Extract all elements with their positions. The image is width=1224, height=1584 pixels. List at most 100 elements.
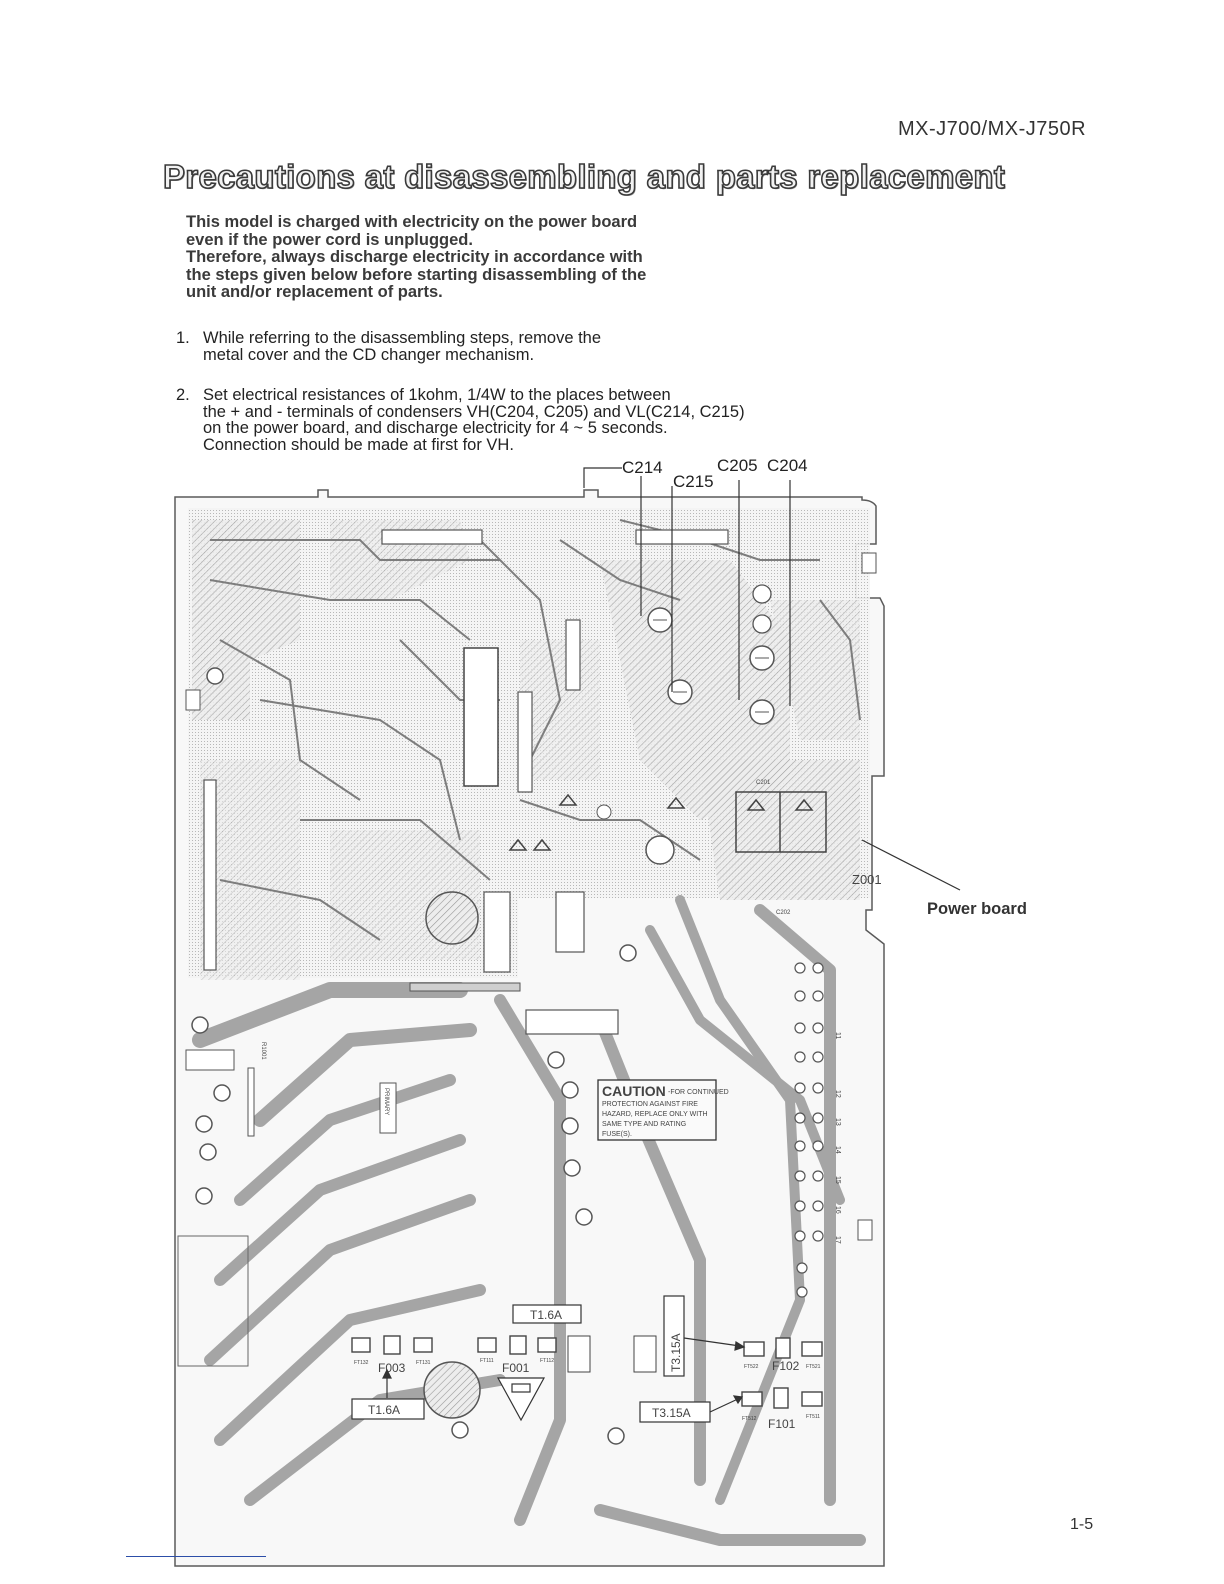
callout-c214: C214 — [622, 458, 663, 477]
callout-c215: C215 — [673, 472, 714, 491]
warning-line: unit and/or replacement of parts. — [186, 283, 443, 301]
bar-element — [409, 982, 521, 992]
ref-label: FT521 — [806, 1364, 821, 1370]
slot — [177, 1235, 249, 1367]
ref-label: FT511 — [806, 1414, 820, 1420]
ic-chip — [463, 647, 499, 787]
rating-box-t16a-top — [512, 1304, 582, 1324]
large-capacitor — [423, 1361, 481, 1419]
fuse-f001 — [477, 1335, 557, 1355]
left-tab — [185, 689, 201, 711]
fuse-rating: T1.6A — [368, 1403, 400, 1417]
rating-box-t16a-bottom — [351, 1398, 425, 1420]
connector-block — [517, 691, 533, 793]
caution-text: PROTECTION AGAINST FIRE — [602, 1101, 698, 1108]
connector-row — [525, 1009, 619, 1035]
caution-text: -FOR CONTINUED — [668, 1089, 729, 1096]
caution-box — [597, 1079, 717, 1141]
step-line: Set electrical resistances of 1kohm, 1/4… — [203, 386, 671, 404]
ref-label: FT512 — [742, 1416, 757, 1422]
ref-label: C202 — [776, 910, 791, 916]
capacitor-c205 — [749, 645, 775, 671]
right-jack — [857, 1219, 873, 1241]
footer-line — [126, 1556, 266, 1557]
connector-block — [565, 619, 581, 691]
caution-text: FUSE(S). — [602, 1131, 632, 1138]
capacitor-small — [752, 614, 772, 634]
pin-number: 15 — [834, 1176, 841, 1184]
slot — [247, 1067, 255, 1137]
fuse-f101 — [741, 1387, 823, 1409]
signal-traces — [209, 519, 861, 941]
pin-number: 12 — [834, 1090, 841, 1098]
step-2: 2. Set electrical resistances of 1kohm, … — [176, 387, 745, 453]
capacitor-c204 — [749, 699, 775, 725]
large-pads — [191, 667, 637, 1445]
step-line: Connection should be made at first for V… — [203, 435, 514, 454]
fuse-rating: T1.6A — [530, 1308, 562, 1322]
terminal-block — [633, 1335, 657, 1373]
page-title: Precautions at disassembling and parts r… — [162, 157, 1006, 196]
fuse-f003 — [351, 1335, 433, 1355]
fuse-f102 — [743, 1337, 823, 1359]
model-number: MX-J700/MX-J750R — [898, 118, 1087, 140]
ref-label: R1001 — [260, 1042, 266, 1060]
rating-box-t315a-vertical — [663, 1295, 685, 1377]
z001-label: Z001 — [852, 872, 882, 887]
pin-number: 13 — [834, 1118, 841, 1126]
connector-block — [483, 891, 511, 973]
pin-number: 16 — [834, 1206, 841, 1214]
warning-line: Therefore, always discharge electricity … — [186, 248, 643, 266]
ref-label: C201 — [756, 780, 771, 786]
left-tab — [185, 1049, 235, 1071]
connector-strip-top-right — [635, 529, 729, 545]
step-line: the + and - terminals of condensers VH(C… — [203, 402, 745, 421]
connector-vertical-left — [203, 779, 217, 971]
capacitor-c214 — [647, 607, 673, 633]
fuse-rating: T3.15A — [652, 1406, 691, 1420]
caution-word: CAUTION — [602, 1083, 666, 1099]
diode-bridge — [508, 791, 827, 853]
ref-label: FT111 — [480, 1358, 494, 1364]
fuse-ref: F001 — [502, 1361, 530, 1375]
large-capacitor — [425, 891, 479, 945]
step-line: on the power board, and discharge electr… — [203, 419, 668, 437]
callout-lines — [583, 467, 961, 891]
step-text: While referring to the disassembling ste… — [203, 330, 601, 363]
page-number: 1-5 — [1070, 1516, 1094, 1533]
warning-line: the steps given below before starting di… — [186, 265, 647, 284]
pin-numbers: 11 12 13 14 15 16 17 — [834, 1032, 841, 1244]
callout-c204: C204 — [767, 456, 808, 475]
copper-zones — [192, 520, 860, 980]
step-number: 2. — [176, 386, 190, 404]
power-board-label: Power board — [927, 900, 1027, 918]
callout-c205: C205 — [717, 456, 758, 475]
caution-text: HAZARD, REPLACE ONLY WITH — [602, 1111, 708, 1118]
connector-block — [555, 891, 585, 953]
step-text: Set electrical resistances of 1kohm, 1/4… — [203, 387, 745, 453]
pin-number: 14 — [834, 1146, 841, 1154]
fuse-ref: F102 — [772, 1359, 800, 1373]
pin-pads — [794, 962, 824, 1298]
caution-text: SAME TYPE AND RATING — [602, 1121, 686, 1128]
warning-line: This model is charged with electricity o… — [186, 213, 638, 231]
terminal-block — [567, 1335, 591, 1373]
fuse-arrows — [382, 1337, 746, 1422]
power-traces — [192, 895, 866, 1546]
warning-notice: This model is charged with electricity o… — [186, 213, 647, 302]
pin-number: 17 — [834, 1236, 841, 1244]
ref-label: FT132 — [354, 1360, 369, 1366]
step-line: metal cover and the CD changer mechanism… — [203, 345, 535, 364]
capacitor-c215 — [667, 679, 693, 705]
step-line: While referring to the disassembling ste… — [203, 329, 602, 347]
step-1: 1. While referring to the disassembling … — [176, 330, 601, 363]
primary-marker — [379, 1082, 397, 1134]
connector-strip-top — [381, 529, 483, 545]
ref-label: FT112 — [540, 1358, 554, 1364]
large-capacitor — [645, 835, 675, 865]
right-jack — [861, 552, 877, 574]
step-number: 1. — [176, 329, 190, 347]
fuse-ref: F003 — [378, 1361, 406, 1375]
warning-line: even if the power cord is unplugged. — [186, 230, 473, 249]
